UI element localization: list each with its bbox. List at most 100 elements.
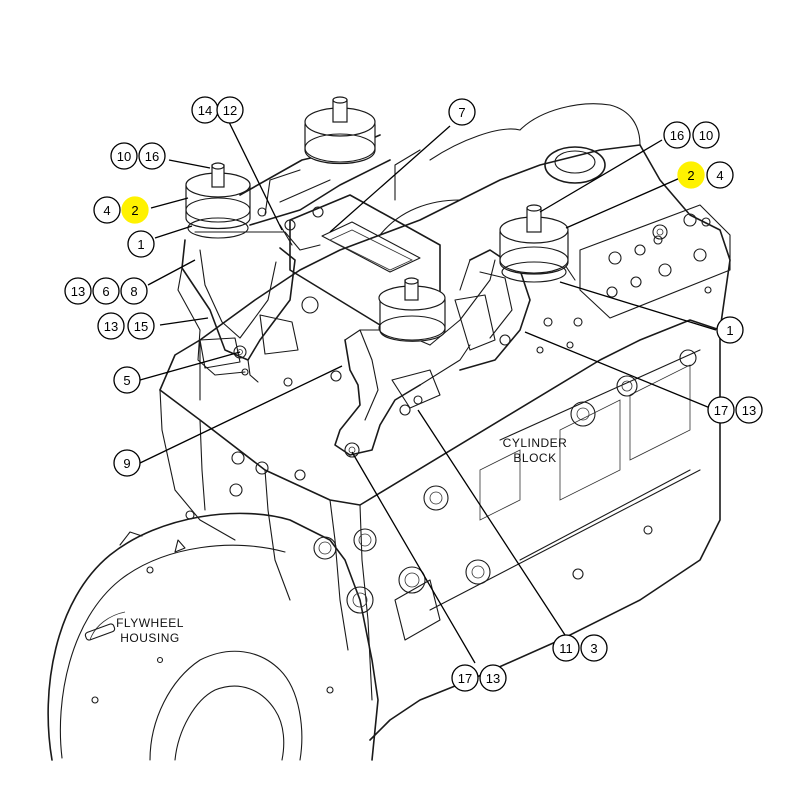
callout-circle — [113, 449, 141, 477]
leader-line — [539, 139, 663, 213]
callout-bubble: 7 — [448, 98, 476, 126]
callout-bubble: 12 — [216, 96, 244, 124]
leader-line — [524, 331, 716, 411]
left-engine-mount — [177, 134, 391, 383]
leader-line — [139, 365, 343, 464]
flywheel-housing-label: FLYWHEEL HOUSING — [116, 616, 184, 645]
callout-bubble: 10 — [110, 142, 138, 170]
leader-lines — [139, 119, 717, 664]
callout-circle — [121, 196, 149, 224]
callout-circle — [663, 121, 691, 149]
flywheel-housing — [47, 512, 379, 761]
callout-circle — [451, 664, 479, 692]
callout-circle — [127, 312, 155, 340]
leader-line — [565, 177, 681, 229]
callout-bubble: 3 — [580, 634, 608, 662]
callout-number: 2 — [687, 168, 694, 183]
callout-number: 17 — [714, 403, 728, 418]
callout-number: 2 — [131, 203, 138, 218]
leader-line — [329, 125, 451, 233]
callout-bubble: 13 — [479, 664, 507, 692]
callout-number: 9 — [123, 456, 130, 471]
cylinder-block-label: CYLINDER BLOCK — [503, 436, 567, 465]
callout-number: 15 — [134, 319, 148, 334]
callout-bubble: 8 — [120, 277, 148, 305]
flywheel-housing-label-line1: FLYWHEEL — [116, 616, 184, 630]
leader-line — [147, 259, 196, 286]
callout-bubble-highlighted: 2 — [121, 196, 149, 224]
callout-number: 10 — [117, 149, 131, 164]
callout-bubble: 15 — [127, 312, 155, 340]
callout-bubble: 1 — [127, 230, 155, 258]
leader-line — [417, 409, 566, 636]
callout-bubble: 13 — [97, 312, 125, 340]
callout-number: 1 — [137, 237, 144, 252]
left-upper-isolator — [304, 96, 376, 164]
callout-circle — [716, 316, 744, 344]
callout-bubble: 4 — [706, 161, 734, 189]
callout-bubble: 14 — [191, 96, 219, 124]
callout-bubble: 16 — [663, 121, 691, 149]
right-engine-mount — [454, 204, 576, 371]
callout-number: 14 — [198, 103, 212, 118]
leader-line — [154, 225, 193, 239]
callout-circle — [64, 277, 92, 305]
leader-line — [227, 119, 283, 231]
callout-number: 1 — [726, 323, 733, 338]
callout-bubble: 11 — [552, 634, 580, 662]
leader-line — [168, 159, 211, 169]
callout-bubble: 17 — [451, 664, 479, 692]
callout-bubble: 1 — [716, 316, 744, 344]
callout-number: 5 — [123, 373, 130, 388]
callout-circle — [479, 664, 507, 692]
callout-circle — [706, 161, 734, 189]
callout-bubble: 6 — [92, 277, 120, 305]
callout-circle — [692, 121, 720, 149]
callout-circle — [216, 96, 244, 124]
cylinder-head — [159, 103, 731, 401]
callout-circle — [97, 312, 125, 340]
callout-bubble: 10 — [692, 121, 720, 149]
engine-line-art: CYLINDER BLOCK FLYWHEEL HOUSING — [47, 96, 731, 761]
callout-bubble: 17 — [707, 396, 735, 424]
callout-circle — [93, 196, 121, 224]
flywheel-housing-label-line2: HOUSING — [120, 631, 180, 645]
leader-line — [351, 451, 476, 664]
leader-line — [139, 351, 241, 381]
callout-number: 4 — [103, 203, 110, 218]
leader-line — [150, 197, 189, 209]
callout-number: 11 — [559, 641, 573, 656]
callout-number: 4 — [716, 168, 723, 183]
callout-number: 16 — [670, 128, 684, 143]
cylinder-block-label-line2: BLOCK — [513, 451, 556, 465]
callout-bubble: 16 — [138, 142, 166, 170]
callout-number: 13 — [742, 403, 756, 418]
callout-number: 13 — [486, 671, 500, 686]
callout-bubble: 13 — [64, 277, 92, 305]
callout-number: 6 — [102, 284, 109, 299]
callout-circle — [120, 277, 148, 305]
callout-number: 13 — [104, 319, 118, 334]
callout-number: 12 — [223, 103, 237, 118]
callout-circle — [677, 161, 705, 189]
callout-number: 16 — [145, 149, 159, 164]
callout-number: 7 — [458, 105, 465, 120]
callout-circle — [110, 142, 138, 170]
callout-bubble: 9 — [113, 449, 141, 477]
callout-circle — [113, 366, 141, 394]
callout-number: 3 — [590, 641, 597, 656]
leader-line — [159, 317, 209, 326]
callout-number: 13 — [71, 284, 85, 299]
callout-bubble: 13 — [735, 396, 763, 424]
callout-circle — [552, 634, 580, 662]
callout-circle — [580, 634, 608, 662]
callout-circle — [92, 277, 120, 305]
callout-bubble-highlighted: 2 — [677, 161, 705, 189]
callout-circle — [127, 230, 155, 258]
center-engine-mount — [334, 259, 496, 458]
callout-circle — [448, 98, 476, 126]
callout-bubble: 5 — [113, 366, 141, 394]
callout-number: 10 — [699, 128, 713, 143]
